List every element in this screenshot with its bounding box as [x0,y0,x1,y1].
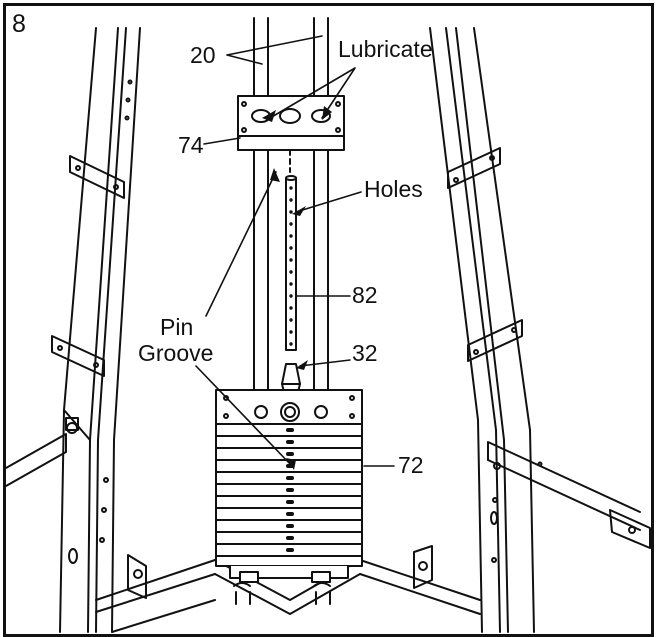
left-crossbar [6,418,78,486]
left-frame-upright [60,28,140,632]
callout-pin-groove-line2: Groove [138,342,213,365]
callout-part-82: 82 [352,284,378,307]
right-base [360,546,480,614]
callout-part-20: 20 [190,44,216,67]
callout-part-74: 74 [178,134,204,157]
callout-part-32: 32 [352,342,378,365]
selector-rod [286,176,296,350]
right-crossbar [488,442,650,548]
top-plate [238,96,344,150]
right-frame-upright [430,28,534,632]
callout-part-72: 72 [398,454,424,477]
left-base [96,555,215,632]
callout-holes: Holes [364,178,423,201]
weight-stack [216,390,362,582]
callout-pin-groove-line1: Pin [160,316,193,339]
callout-lubricate: Lubricate [338,38,433,61]
step-number: 8 [12,12,26,37]
